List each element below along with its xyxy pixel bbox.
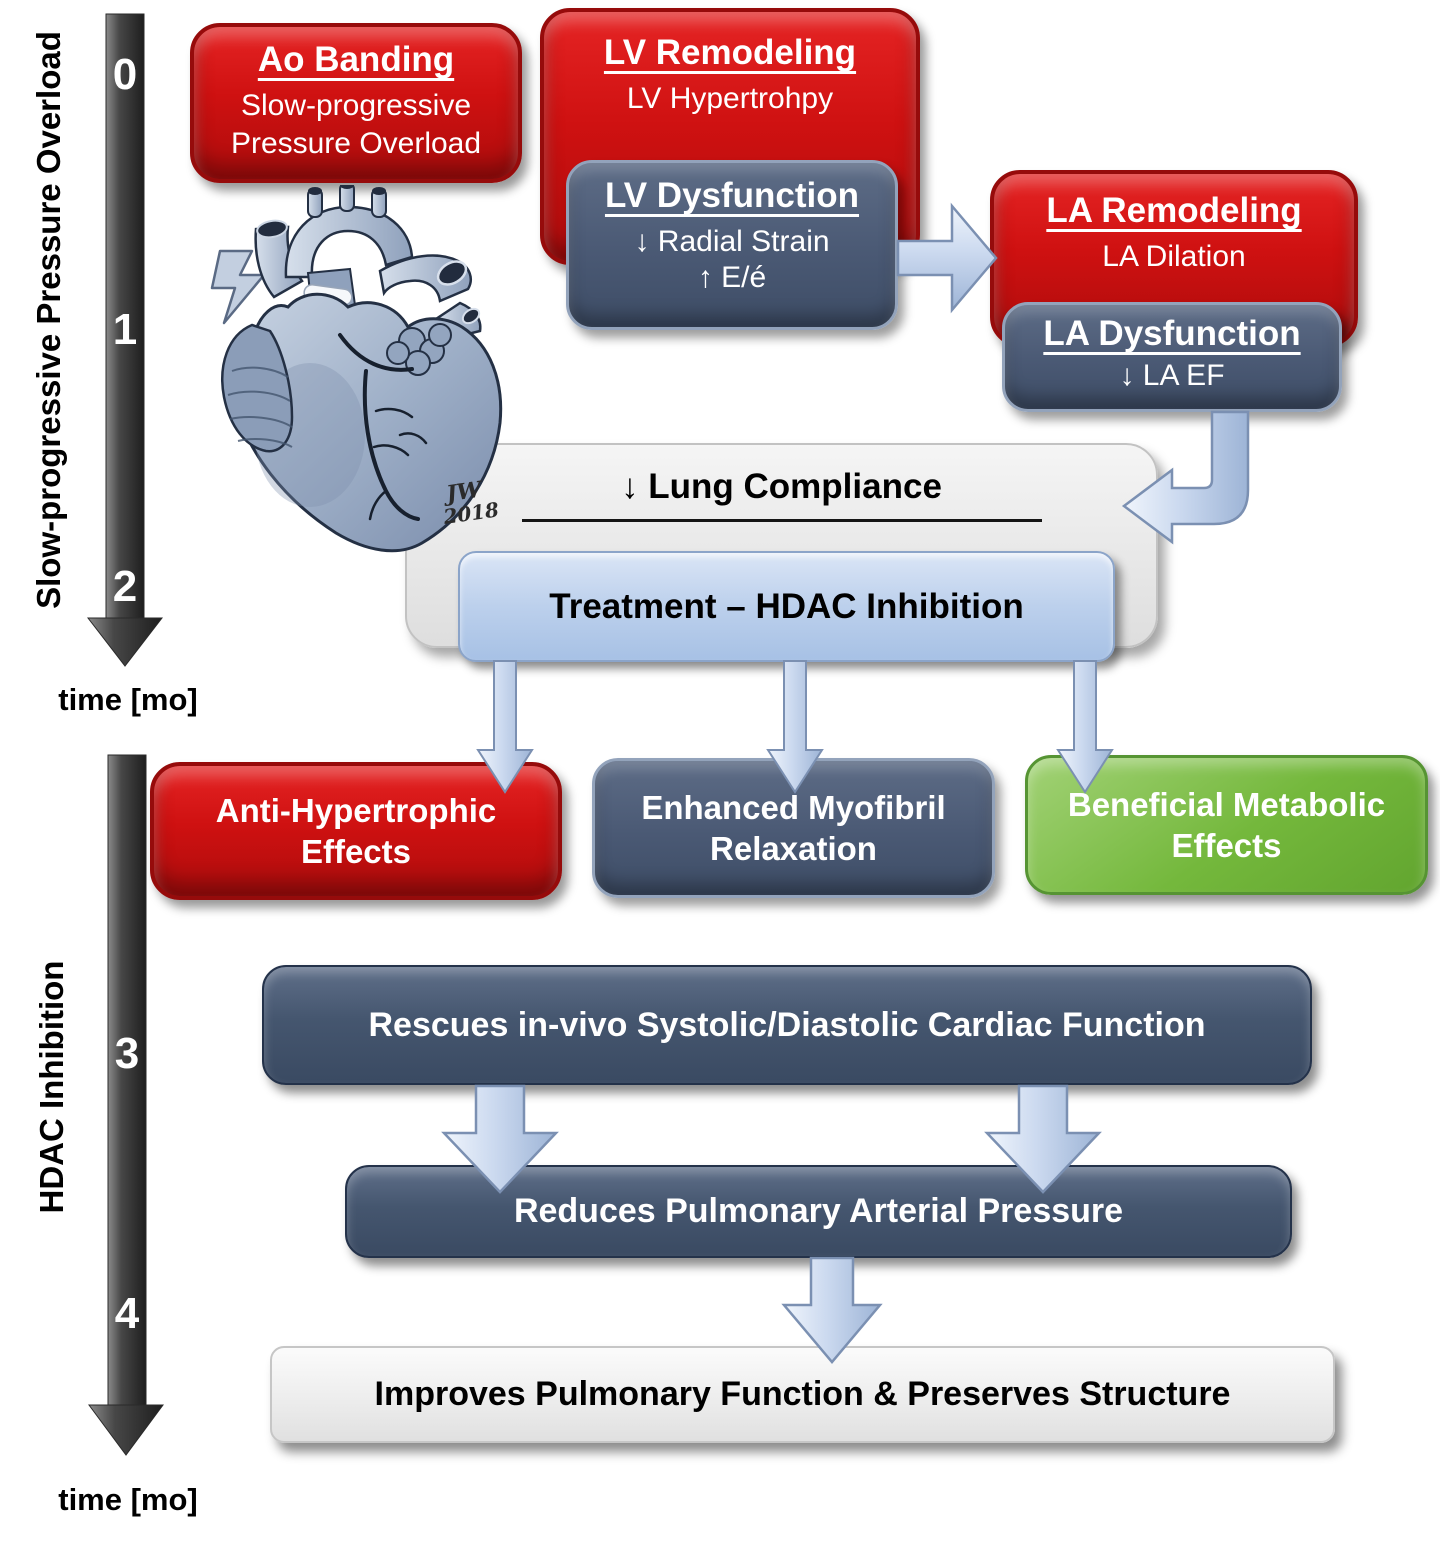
time-label-top: time [mo] bbox=[58, 682, 198, 717]
heart-shading bbox=[255, 363, 365, 507]
vessel-pulmonary bbox=[378, 254, 472, 303]
right-auricle-ribs bbox=[227, 366, 293, 448]
tick-3: 3 bbox=[114, 1029, 140, 1078]
rescues-box: Rescues in-vivo Systolic/Diastolic Cardi… bbox=[262, 965, 1312, 1085]
axis-title-hdac-inhibition: HDAC Inhibition bbox=[33, 960, 70, 1214]
lv-dysfunction-title: LV Dysfunction bbox=[604, 176, 860, 215]
improves-title: Improves Pulmonary Function & Preserves … bbox=[374, 1375, 1231, 1413]
reduces-title: Reduces Pulmonary Arterial Pressure bbox=[513, 1192, 1124, 1230]
enhanced-myofibril-box: Enhanced Myofibril Relaxation bbox=[592, 758, 995, 898]
vessel-svc-lumen bbox=[256, 219, 288, 239]
vessel-stub bbox=[432, 301, 482, 339]
tick-4: 4 bbox=[114, 1289, 140, 1338]
ao-banding-line2: Pressure Overload bbox=[230, 127, 482, 161]
time-label-bottom: time [mo] bbox=[58, 1482, 198, 1517]
anti-hypertrophic-box: Anti-Hypertrophic Effects bbox=[150, 762, 562, 900]
beneficial-metabolic-title: Beneficial Metabolic Effects bbox=[1067, 785, 1386, 864]
lv-dysfunction-line1: ↓ Radial Strain bbox=[634, 224, 830, 258]
ao-banding-line1: Slow-progressive bbox=[240, 88, 472, 122]
la-dysfunction-title: LA Dysfunction bbox=[1043, 314, 1301, 353]
axis-title-pressure-overload: Slow-progressive Pressure Overload bbox=[30, 31, 67, 609]
lv-remodeling-line1: LV Hypertrohpy bbox=[626, 81, 834, 115]
la-dysfunction-line1: ↓ LA EF bbox=[1119, 358, 1225, 392]
lung-compliance-divider bbox=[521, 519, 1042, 522]
right-auricle bbox=[221, 323, 294, 453]
la-remodeling-title: LA Remodeling bbox=[1046, 191, 1302, 230]
lv-dysfunction-box: LV Dysfunction ↓ Radial Strain ↑ E/é bbox=[566, 160, 898, 330]
improves-box: Improves Pulmonary Function & Preserves … bbox=[270, 1346, 1335, 1443]
ao-banding-box: Ao Banding Slow-progressive Pressure Ove… bbox=[190, 23, 522, 183]
vessel-pulmonary-lumen bbox=[436, 260, 468, 286]
la-dysfunction-box: LA Dysfunction ↓ LA EF bbox=[1002, 302, 1342, 412]
vessel-arch-branches bbox=[307, 185, 387, 218]
left-auricle-scallops bbox=[386, 323, 452, 376]
la-remodeling-line1: LA Dilation bbox=[1102, 239, 1246, 273]
beneficial-metabolic-box: Beneficial Metabolic Effects bbox=[1025, 755, 1428, 895]
anti-hypertrophic-title: Anti-Hypertrophic Effects bbox=[215, 791, 497, 870]
vessel-arch-branch-lumens bbox=[308, 185, 386, 195]
vessel-aortic-arch bbox=[284, 205, 414, 279]
vessel-ascending-aorta bbox=[306, 267, 360, 335]
tick-1: 1 bbox=[112, 305, 138, 354]
tick-2: 2 bbox=[112, 562, 138, 611]
treatment-title: Treatment – HDAC Inhibition bbox=[549, 586, 1024, 626]
lv-remodeling-title: LV Remodeling bbox=[603, 33, 857, 72]
reduces-box: Reduces Pulmonary Arterial Pressure bbox=[345, 1165, 1292, 1258]
rescues-title: Rescues in-vivo Systolic/Diastolic Cardi… bbox=[368, 1005, 1206, 1044]
ao-banding-title: Ao Banding bbox=[257, 40, 455, 79]
lung-compliance-title: ↓ Lung Compliance bbox=[621, 467, 942, 506]
aortic-band-marker bbox=[303, 284, 353, 306]
tick-0: 0 bbox=[112, 50, 138, 99]
enhanced-myofibril-title: Enhanced Myofibril Relaxation bbox=[641, 788, 946, 867]
treatment-box: Treatment – HDAC Inhibition bbox=[458, 551, 1115, 662]
vessel-svc bbox=[254, 225, 304, 299]
vessel-stub-lumen bbox=[461, 307, 481, 325]
lightning-bolt-icon bbox=[210, 249, 266, 325]
lv-dysfunction-line2: ↑ E/é bbox=[697, 261, 767, 295]
